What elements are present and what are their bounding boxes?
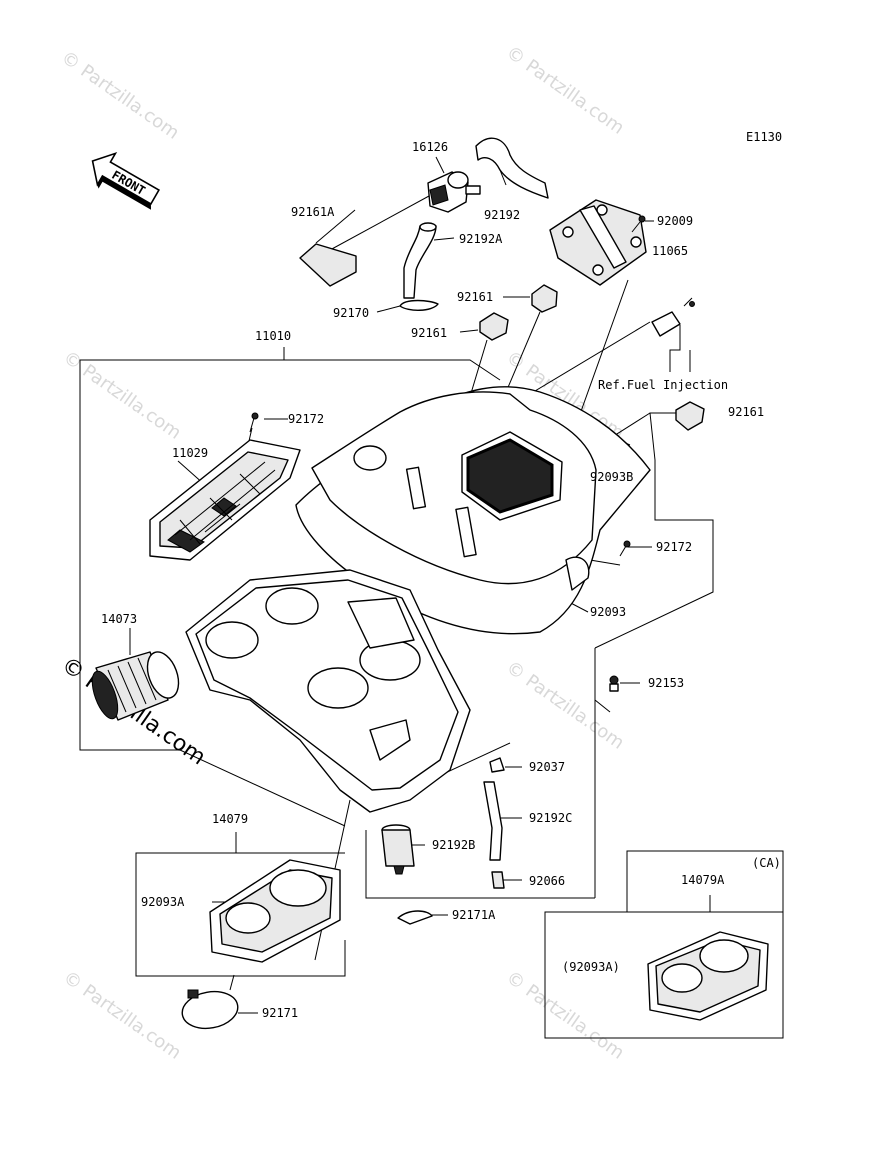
label-92192A[interactable]: 92192A (459, 232, 503, 246)
part-92161-pad-mid (479, 312, 509, 341)
label-92093B[interactable]: 92093B (590, 470, 633, 484)
part-92172-bolt-right (619, 540, 631, 557)
part-16126-valve (427, 171, 481, 213)
part-92161-pad-right (675, 401, 705, 431)
label-92172-top[interactable]: 92172 (288, 412, 324, 426)
part-shapes (91, 137, 769, 1030)
part-92192-hose (475, 137, 549, 199)
label-14073[interactable]: 14073 (101, 612, 137, 626)
label-92093A-ca[interactable]: (92093A) (562, 960, 620, 974)
label-92093[interactable]: 92093 (590, 605, 626, 619)
part-11010-upper-housing (295, 386, 651, 635)
part-92171A-clamp (397, 910, 433, 925)
label-14079A[interactable]: 14079A (681, 873, 725, 887)
part-14079A-filter (647, 931, 769, 1021)
part-92171-clamp (181, 989, 239, 1030)
label-92192B[interactable]: 92192B (432, 838, 475, 852)
label-92192C[interactable]: 92192C (529, 811, 572, 825)
label-92009[interactable]: 92009 (657, 214, 693, 228)
label-92171A[interactable]: 92171A (452, 908, 496, 922)
label-92161-right[interactable]: 92161 (728, 405, 764, 419)
watermark-3: © Partzilla.com (59, 347, 185, 444)
label-92153[interactable]: 92153 (648, 676, 684, 690)
part-92009-bolt (631, 215, 646, 233)
part-92170-clamp (399, 299, 439, 311)
label-11065[interactable]: 11065 (652, 244, 688, 258)
label-ca: (CA) (752, 856, 781, 870)
label-92161-mid[interactable]: 92161 (411, 326, 447, 340)
watermark-5: © Partzilla.com (502, 657, 628, 754)
label-92161-top[interactable]: 92161 (457, 290, 493, 304)
part-14079-filter (209, 859, 341, 963)
diagram-code: E1130 (746, 130, 782, 144)
part-labels: 16126 92161A 92192 92009 92192A 11065 92… (101, 140, 781, 1020)
part-92172-bolt-top (249, 412, 259, 433)
part-92161A-pad (299, 243, 357, 287)
label-11029[interactable]: 11029 (172, 446, 208, 460)
part-11029-element (149, 439, 301, 561)
watermark-7: © Partzilla.com (502, 967, 628, 1064)
watermark-1: © Partzilla.com (57, 47, 183, 144)
front-arrow-icon: FRONT (91, 151, 161, 210)
label-92170[interactable]: 92170 (333, 306, 369, 320)
label-92161A[interactable]: 92161A (291, 205, 335, 219)
label-92171[interactable]: 92171 (262, 1006, 298, 1020)
part-92192A-hose (403, 225, 437, 299)
label-16126[interactable]: 16126 (412, 140, 448, 154)
label-11010[interactable]: 11010 (255, 329, 291, 343)
part-92192B-drain (381, 824, 415, 875)
part-92161-pad-top (531, 284, 558, 313)
part-92066-plug (491, 871, 505, 889)
label-92192[interactable]: 92192 (484, 208, 520, 222)
part-11010-lower-housing (185, 569, 471, 813)
part-14073-duct (91, 651, 180, 721)
label-92066[interactable]: 92066 (529, 874, 565, 888)
ref-fuel-injection-note[interactable]: Ref.Fuel Injection (598, 378, 728, 392)
watermark-2: © Partzilla.com (502, 42, 628, 139)
part-11065-cover (549, 199, 647, 286)
part-92037-clip (489, 757, 505, 773)
label-92172-right[interactable]: 92172 (656, 540, 692, 554)
part-fuel-injection-sensor (651, 297, 695, 337)
part-92192C-hose (483, 781, 503, 861)
label-14079[interactable]: 14079 (212, 812, 248, 826)
watermark-6: © Partzilla.com (59, 967, 185, 1064)
part-92153-screw (609, 675, 619, 692)
label-92037[interactable]: 92037 (529, 760, 565, 774)
label-92093A[interactable]: 92093A (141, 895, 185, 909)
